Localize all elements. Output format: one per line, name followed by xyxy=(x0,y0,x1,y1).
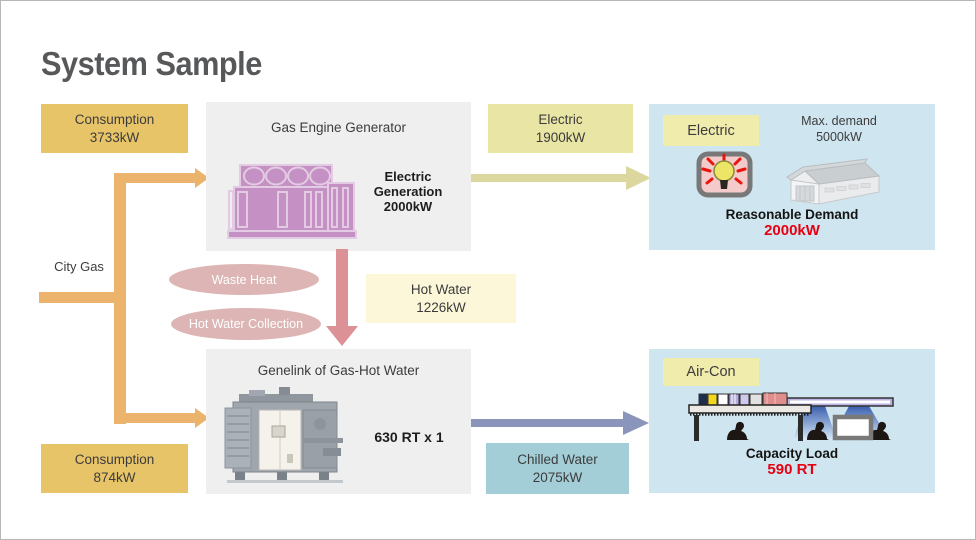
page-title: System Sample xyxy=(41,45,262,82)
electric-flow-box: Electric 1900kW xyxy=(488,104,633,153)
hot-water-flow-box: Hot Water 1226kW xyxy=(366,274,516,323)
max-demand-label: Max. demand xyxy=(801,114,877,128)
city-gas-arm-bottom xyxy=(126,413,196,423)
electric-generation-line2: Generation xyxy=(373,184,443,199)
max-demand-text: Max. demand 5000kW xyxy=(789,113,889,146)
chilled-water-flow-value: 2075kW xyxy=(532,469,583,485)
consumption-bottom-label: Consumption xyxy=(74,452,155,468)
gas-engine-icon xyxy=(226,159,358,241)
electric-tag: Electric xyxy=(663,115,759,146)
electric-flow-value: 1900kW xyxy=(535,129,586,145)
hot-water-flow-label: Hot Water xyxy=(410,282,472,298)
absorption-chiller-icon xyxy=(219,384,349,486)
production-line-icon xyxy=(687,390,897,444)
capacity-load-label: Capacity Load xyxy=(745,446,839,461)
genelink-box: Genelink of Gas-Hot Water xyxy=(206,349,471,494)
hot-water-arrow-shaft xyxy=(336,249,348,327)
consumption-bottom-box: Consumption 874kW xyxy=(41,444,188,493)
city-gas-arrowhead-bottom xyxy=(195,408,209,428)
aircon-demand-panel: Air-Con xyxy=(649,349,935,493)
gas-engine-title: Gas Engine Generator xyxy=(270,120,407,135)
city-gas-label: City Gas xyxy=(54,259,104,274)
reasonable-demand-value: 2000kW xyxy=(764,222,820,239)
hot-water-collection-bubble: Hot Water Collection xyxy=(171,308,321,340)
chilled-water-arrowhead xyxy=(623,411,649,435)
electric-generation-text: Electric Generation 2000kW xyxy=(358,169,458,214)
genelink-title: Genelink of Gas-Hot Water xyxy=(257,363,420,378)
electric-flow-label: Electric xyxy=(538,112,583,128)
max-demand-value: 5000kW xyxy=(816,130,862,145)
hot-water-flow-value: 1226kW xyxy=(416,299,466,315)
electric-generation-line1: Electric xyxy=(384,169,432,184)
consumption-top-box: Consumption 3733kW xyxy=(41,104,188,153)
consumption-bottom-value: 874kW xyxy=(93,469,136,485)
hot-water-arrowhead xyxy=(326,326,358,346)
city-gas-arrowhead-top xyxy=(195,168,209,188)
capacity-load-value: 590 RT xyxy=(767,461,817,478)
light-bulb-icon xyxy=(696,151,753,198)
electric-generation-line3: 2000kW xyxy=(383,199,433,214)
chilled-water-flow-box: Chilled Water 2075kW xyxy=(486,443,629,494)
aircon-tag: Air-Con xyxy=(663,358,759,386)
consumption-top-value: 3733kW xyxy=(89,129,140,145)
genelink-capacity: 630 RT x 1 xyxy=(374,429,444,445)
consumption-top-label: Consumption xyxy=(74,112,155,128)
city-gas-branch-line xyxy=(114,173,126,424)
chilled-water-flow-label: Chilled Water xyxy=(517,452,598,468)
city-gas-arm-top xyxy=(126,173,196,183)
electric-flow-arrowhead xyxy=(626,166,651,190)
electric-demand-panel: Electric Max. demand 5000kW xyxy=(649,104,935,250)
chilled-water-arrow-shaft xyxy=(471,419,625,427)
waste-heat-bubble: Waste Heat xyxy=(169,264,319,295)
warehouse-icon xyxy=(785,146,885,206)
reasonable-demand-label: Reasonable Demand xyxy=(725,207,859,222)
gas-engine-box: Gas Engine Generator xyxy=(206,102,471,251)
city-gas-feed-line xyxy=(39,292,116,303)
electric-flow-arrow-shaft xyxy=(471,174,629,182)
